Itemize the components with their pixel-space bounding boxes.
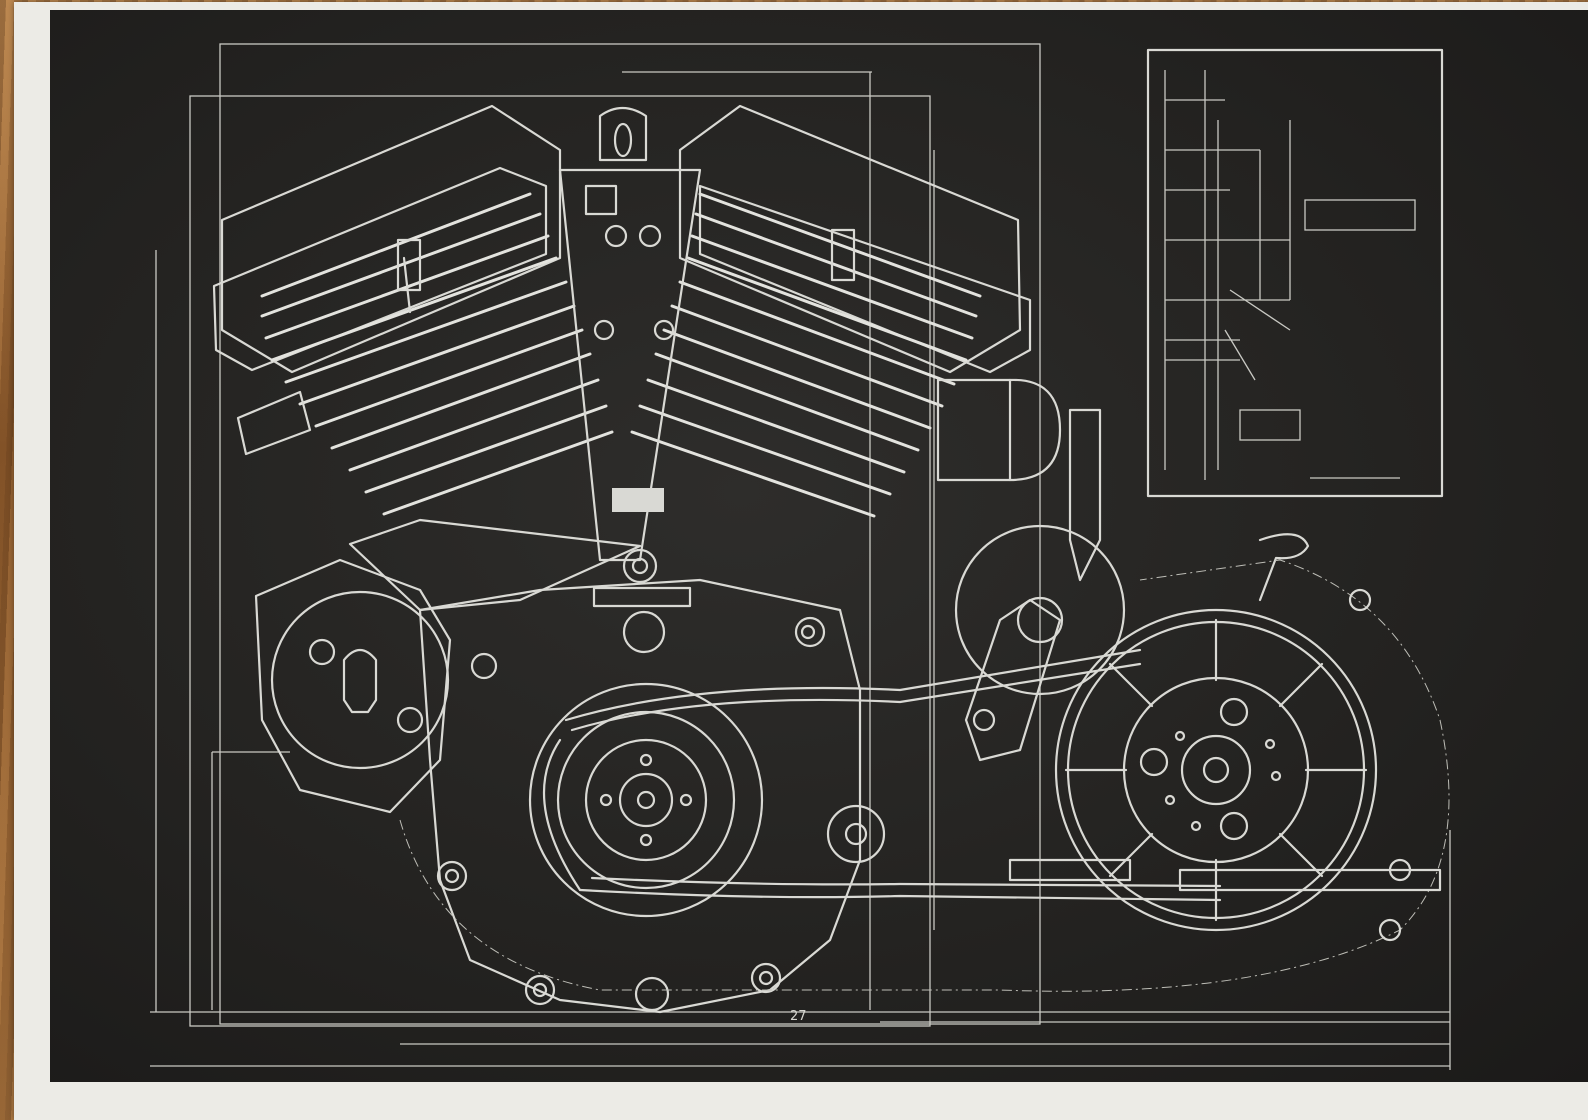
- primary-cover: [399, 559, 1450, 992]
- primary-drive: [528, 648, 1222, 918]
- blueprint-sheet: [50, 10, 1588, 1082]
- inset-detail-box: [1146, 48, 1444, 498]
- sheet-number: 27: [790, 1009, 807, 1024]
- crankcase: [418, 578, 862, 1014]
- engine-v-center: [558, 106, 702, 584]
- right-cylinder: [630, 104, 1062, 518]
- dimension-frame: [150, 43, 1451, 1070]
- clutch-basket: [1054, 608, 1378, 932]
- left-cylinder: [212, 104, 642, 612]
- front-cover: [254, 558, 452, 814]
- upper-pulley: [954, 408, 1310, 762]
